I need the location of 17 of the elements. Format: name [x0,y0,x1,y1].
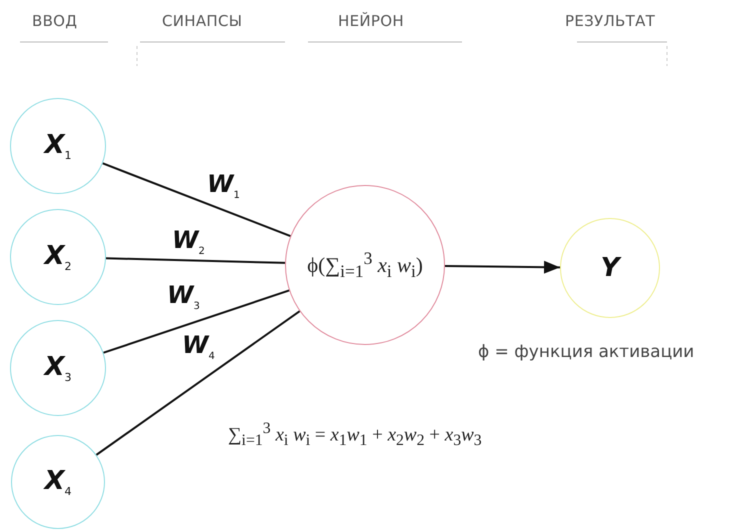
connector-line [106,257,286,264]
node-label: X$_{2}$ [44,240,72,274]
column-heading: ВВОД [32,12,78,30]
formula-text: ∑$_{i=1}$$^{3}$ x$_{i}$ w$_{i}$ = x$_{1}$w$_{1}$ + x$_{2}$w$_{2}$ + x$_{3}$w$_{3}$ [228,420,482,450]
node-label: X$_{4}$ [44,466,72,498]
column-heading: СИНАПСЫ [162,12,242,30]
node-label: Y [600,253,620,283]
column-heading: НЕЙРОН [338,12,404,30]
formula-text: ϕ(∑$_{i=1}$$^{3}$ x$_{i}$ w$_{i}$) [307,248,423,282]
column-heading: РЕЗУЛЬТАТ [565,12,656,30]
node-label: X$_{1}$ [44,130,72,162]
arrow [444,260,560,274]
node-label: X$_{3}$ [44,352,72,384]
note-text: ϕ = функция активации [478,342,694,362]
connector-line [96,310,300,456]
connector-line [102,162,291,238]
connector-line [103,290,290,354]
